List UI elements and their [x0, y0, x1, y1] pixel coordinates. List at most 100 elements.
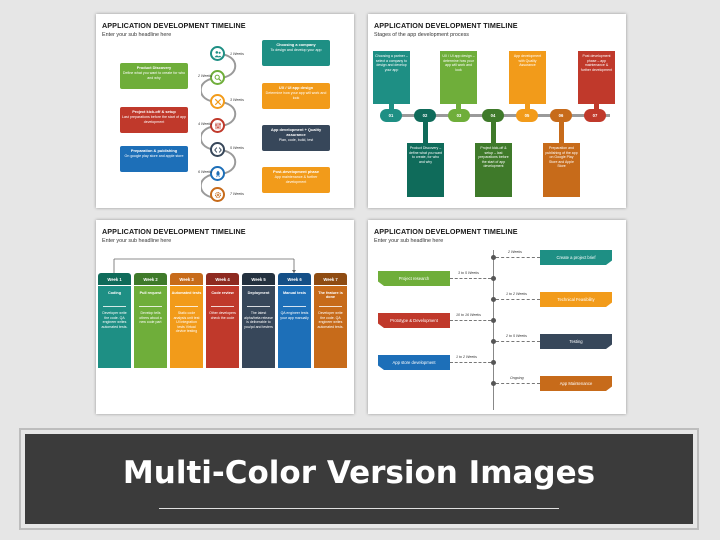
week-bracket: [113, 258, 296, 273]
week-label: 1 Weeks: [230, 52, 244, 56]
stage-stem: [456, 104, 461, 110]
stage-card: Project kick-off & setup – last preparat…: [475, 143, 512, 197]
slide-title: APPLICATION DEVELOPMENT TIMELINE: [374, 227, 518, 236]
phase-tag: Create a project brief: [540, 250, 612, 265]
timeline-axis: [493, 250, 495, 410]
week-label: 5 Weeks: [230, 146, 244, 150]
search-icon: [210, 70, 225, 85]
duration-label: 2 Weeks: [508, 250, 522, 254]
week-header: Week 5: [242, 273, 275, 285]
stage-card: Choosing a partner – select a company to…: [373, 51, 410, 104]
timeline-node: [491, 339, 496, 344]
timeline-node: [491, 360, 496, 365]
week-label: 7 Weeks: [230, 192, 244, 196]
week-header: Week 7: [314, 273, 347, 285]
slide-subtitle: Enter your sub headline here: [374, 238, 444, 244]
timeline-node: [491, 318, 496, 323]
week-header: Week 3: [170, 273, 203, 285]
duration-label: 1 to 2 Weeks: [456, 355, 477, 359]
week-label: 6 Weeks: [198, 170, 212, 174]
week-header: Week 6: [278, 273, 311, 285]
slide-thumbnail-1[interactable]: APPLICATION DEVELOPMENT TIMELINE Enter y…: [96, 14, 354, 208]
duration-label: 3 to 5 Weeks: [458, 271, 479, 275]
connector: [450, 362, 491, 363]
week-label: 4 Weeks: [198, 122, 212, 126]
step-marker: 01: [380, 109, 402, 122]
slide-title: APPLICATION DEVELOPMENT TIMELINE: [374, 21, 518, 30]
timeline-node: [491, 297, 496, 302]
timeline-node: [491, 255, 496, 260]
week-label: 2 Weeks: [198, 74, 212, 78]
banner-title: Multi-Color Version Images: [122, 455, 596, 491]
phase-tag: Testing: [540, 334, 612, 349]
connector: [496, 299, 540, 300]
connector: [496, 257, 540, 258]
duration-label: 10 to 16 Weeks: [456, 313, 481, 317]
duration-label: 2 to 5 Weeks: [506, 334, 527, 338]
step-marker: 04: [482, 109, 504, 122]
stage-card: Post development phase – app maintenance…: [578, 51, 615, 104]
connector: [496, 383, 540, 384]
banner: Multi-Color Version Images: [25, 434, 693, 524]
code-icon: [210, 142, 225, 157]
stage-card: UX / UI app design – determine how your …: [440, 51, 477, 104]
stage-stem: [423, 122, 428, 143]
slide-thumbnail-4[interactable]: APPLICATION DEVELOPMENT TIMELINE Enter y…: [368, 220, 626, 414]
phase-tag: Technical Feasibility: [540, 292, 612, 307]
connector: [496, 341, 540, 342]
phase-tag: App Maintenance: [540, 376, 612, 391]
slide-subtitle: Enter your sub headline here: [102, 32, 172, 38]
users-icon: [210, 46, 225, 61]
stage-stem: [559, 122, 564, 143]
stage-stem: [491, 122, 496, 143]
slide-thumbnail-2[interactable]: APPLICATION DEVELOPMENT TIMELINE Stages …: [368, 14, 626, 208]
tools-icon: [210, 94, 225, 109]
step-marker: 05: [516, 109, 538, 122]
gear-icon: [210, 187, 225, 202]
step-marker: 02: [414, 109, 436, 122]
slide-subtitle: Stages of the app development process: [374, 32, 469, 38]
phase-tag: Project research: [378, 271, 450, 286]
phase-tag: App store development: [378, 355, 450, 370]
banner-frame: Multi-Color Version Images: [19, 428, 699, 530]
slide-subtitle: Enter your sub headline here: [102, 238, 172, 244]
connector: [450, 320, 491, 321]
stage-stem: [389, 104, 394, 110]
stage-stem: [525, 104, 530, 110]
step-marker: 07: [584, 109, 606, 122]
settings-sliders-icon: [210, 118, 225, 133]
timeline-node: [491, 276, 496, 281]
rocket-icon: [210, 166, 225, 181]
week-header: Week 4: [206, 273, 239, 285]
stage-card: App development with Quality Assurance: [509, 51, 546, 104]
banner-underline: [159, 508, 559, 509]
slide-thumbnail-3[interactable]: APPLICATION DEVELOPMENT TIMELINE Enter y…: [96, 220, 354, 414]
step-marker: 06: [550, 109, 572, 122]
week-label: 3 Weeks: [230, 98, 244, 102]
phase-tag: Prototype & Development: [378, 313, 450, 328]
week-header: Week 2: [134, 273, 167, 285]
slide-title: APPLICATION DEVELOPMENT TIMELINE: [102, 21, 246, 30]
step-marker: 03: [448, 109, 470, 122]
timeline-node: [491, 381, 496, 386]
stage-card: Product Discovery – define what you want…: [407, 143, 444, 197]
week-header: Week 1: [98, 273, 131, 285]
duration-label: 1 to 2 Weeks: [506, 292, 527, 296]
duration-label: Ongoing: [510, 376, 524, 380]
stage-card: Preparation and publishing of the app on…: [543, 143, 580, 197]
stage-stem: [594, 104, 599, 110]
